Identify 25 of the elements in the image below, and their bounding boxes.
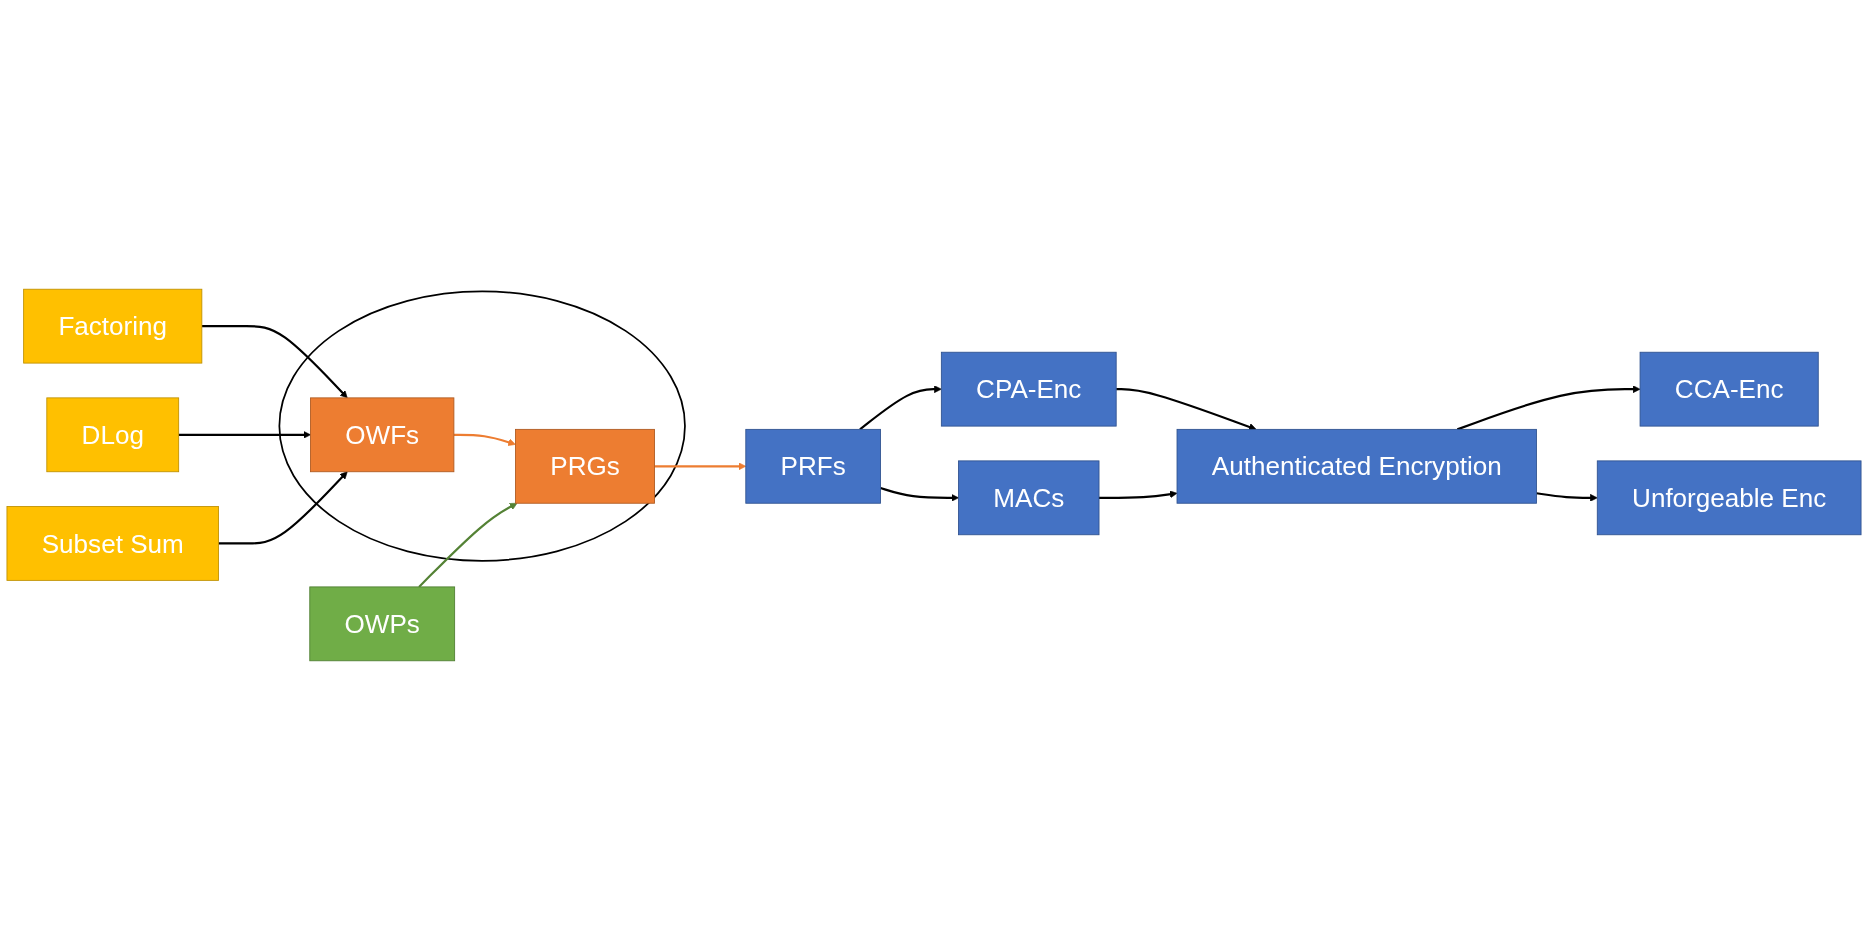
arrow bbox=[1536, 492, 1598, 502]
node-box: Factoring bbox=[23, 288, 203, 364]
node-box: CPA-Enc bbox=[940, 351, 1117, 427]
node-box: MACs bbox=[958, 460, 1100, 536]
arrow bbox=[453, 433, 516, 446]
circle-outline bbox=[278, 290, 686, 562]
node-box: CCA-Enc bbox=[1639, 351, 1819, 427]
arrow bbox=[218, 471, 348, 545]
arrow bbox=[418, 502, 518, 588]
node-box: DLog bbox=[46, 397, 180, 473]
node-box: Authenticated Encryption bbox=[1176, 428, 1537, 504]
arrow bbox=[859, 385, 942, 431]
arrow bbox=[1457, 385, 1641, 431]
arrow bbox=[654, 462, 747, 471]
arrow bbox=[1116, 388, 1257, 431]
arrow bbox=[880, 486, 959, 502]
arrow bbox=[178, 431, 311, 439]
node-box: PRGs bbox=[515, 428, 655, 504]
arrow bbox=[201, 325, 348, 399]
arrow bbox=[1099, 490, 1178, 499]
node-box: OWFs bbox=[310, 397, 455, 473]
node-box: Unforgeable Enc bbox=[1596, 460, 1862, 536]
node-box: Subset Sum bbox=[6, 506, 219, 581]
node-box: PRFs bbox=[745, 428, 881, 504]
node-box: OWPs bbox=[309, 586, 456, 662]
